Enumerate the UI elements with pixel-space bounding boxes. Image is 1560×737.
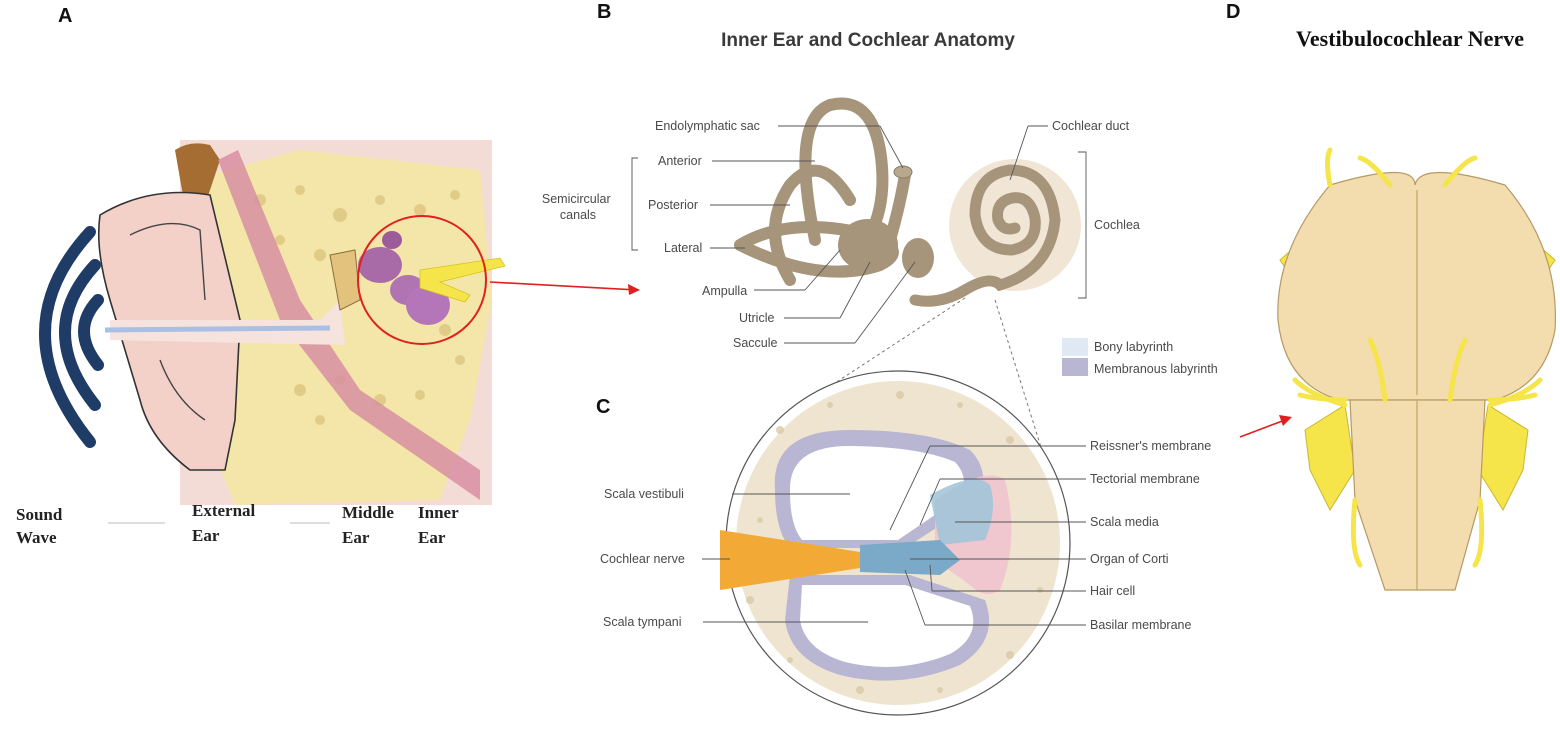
bony-wall-texture <box>746 391 1043 694</box>
label-basilar-membrane: Basilar membrane <box>1090 618 1191 632</box>
label-sound-wave: Sound Wave <box>16 505 67 547</box>
panel-d-letter: D <box>1226 1 1240 23</box>
label-scala-media: Scala media <box>1090 515 1159 529</box>
arrow-to-nerve <box>1239 419 1286 438</box>
cochlear-nerve-shape <box>720 530 860 590</box>
label-middle-ear: Middle Ear <box>342 503 398 547</box>
inner-ear-highlight-circle <box>357 215 487 345</box>
panel-a: A <box>16 5 640 547</box>
organ-of-corti-shape <box>860 540 960 575</box>
label-posterior: Posterior <box>648 198 698 212</box>
cochlea-spiral <box>909 164 1061 307</box>
panel-b: B Inner Ear and Cochlear Anatomy <box>542 1 1218 461</box>
label-ampulla: Ampulla <box>702 284 747 298</box>
panel-b-letter: B <box>597 1 611 23</box>
legend-bony-swatch <box>1062 338 1088 356</box>
label-external-ear: External Ear <box>192 501 260 545</box>
ear-fold <box>129 222 206 301</box>
legend-membranous-label: Membranous labyrinth <box>1094 362 1218 376</box>
label-inner-ear: Inner Ear <box>418 503 463 547</box>
zoom-line-right <box>994 299 1046 461</box>
arrow-to-nerve-head <box>1279 415 1292 426</box>
panel-a-letter: A <box>58 5 72 27</box>
label-lateral: Lateral <box>664 241 702 255</box>
zoom-line-left <box>831 297 966 386</box>
legend-membranous-swatch <box>1062 358 1088 376</box>
panel-d: D Vestibulocochlear Nerve <box>1226 1 1557 591</box>
label-utricle: Utricle <box>739 311 774 325</box>
nerve-mass-left <box>1304 404 1356 512</box>
ear-canal <box>110 300 345 345</box>
ossicles <box>329 249 361 311</box>
label-anterior: Anterior <box>658 154 702 168</box>
label-cochlear-nerve: Cochlear nerve <box>600 552 685 566</box>
panel-c: C <box>596 370 1211 716</box>
panel-c-letter: C <box>596 396 610 418</box>
label-organ-of-corti: Organ of Corti <box>1090 552 1169 566</box>
inner-ear-leaders <box>631 125 1087 344</box>
inner-ear-structures <box>358 231 450 325</box>
label-saccule: Saccule <box>733 336 778 350</box>
ear-lobe-fold <box>159 359 206 421</box>
legend-bony-label: Bony labyrinth <box>1094 340 1173 354</box>
vestibule <box>838 219 898 271</box>
label-cochlea: Cochlea <box>1094 218 1140 232</box>
tectorial-region <box>930 479 994 545</box>
label-endolymphatic-sac: Endolymphatic sac <box>655 119 760 133</box>
label-scala-vestibuli: Scala vestibuli <box>604 487 684 501</box>
cochlea-leaders <box>702 445 1086 626</box>
nerve-mass-right <box>1477 404 1529 512</box>
label-tectorial-membrane: Tectorial membrane <box>1090 472 1200 486</box>
endolymphatic-sac-shape <box>893 165 913 179</box>
label-semicircular-canals: Semicircular canals <box>542 192 614 222</box>
cranial-nerves <box>1292 147 1543 568</box>
arrow-a-to-b-head <box>628 284 640 295</box>
sound-wave-icon <box>39 226 104 448</box>
sound-path <box>104 325 331 333</box>
auditory-nerve <box>419 257 506 303</box>
scala-vestibuli-chamber <box>789 445 964 540</box>
label-hair-cell: Hair cell <box>1090 584 1135 598</box>
label-scala-tympani: Scala tympani <box>603 615 682 629</box>
eustachian-band <box>218 150 480 500</box>
label-reissners-membrane: Reissner's membrane <box>1090 439 1211 453</box>
panel-d-title: Vestibulocochlear Nerve <box>1296 26 1524 51</box>
arrow-a-to-b <box>489 281 639 291</box>
label-cochlear-duct: Cochlear duct <box>1052 119 1130 133</box>
saccule-shape <box>902 238 934 278</box>
scala-tympani-chamber <box>800 585 974 667</box>
panel-b-title: Inner Ear and Cochlear Anatomy <box>721 30 1015 51</box>
